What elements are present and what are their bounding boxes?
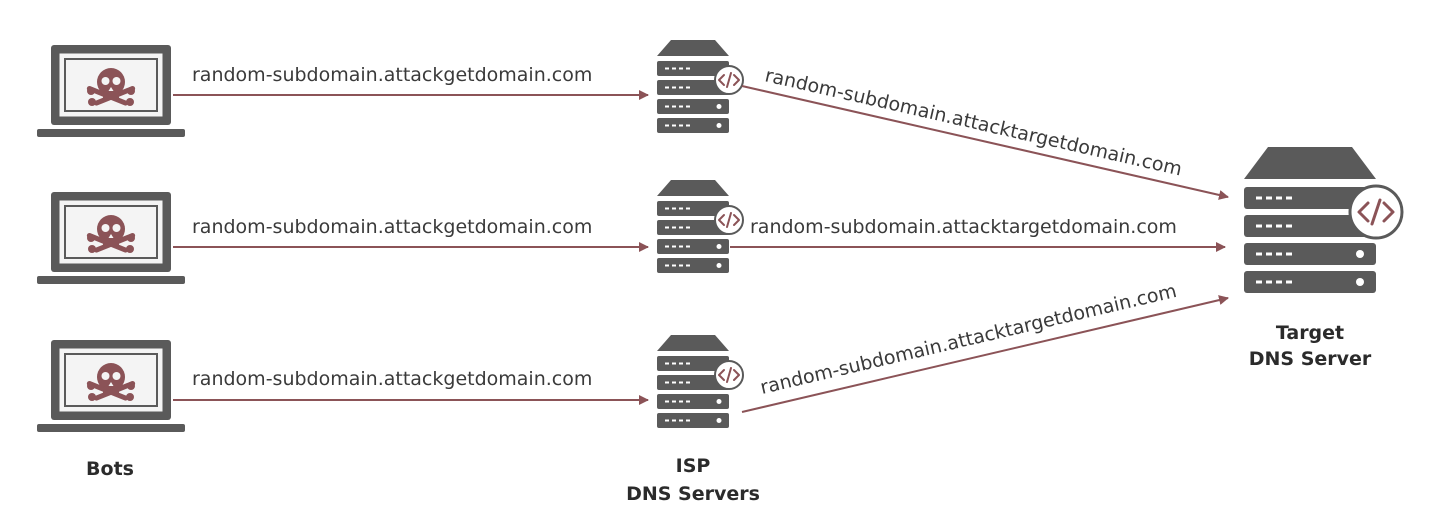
isp-query-label-1: random-subdomain.attacktargetdomain.com [763,64,1184,180]
isp-dns-server-2 [656,179,744,274]
isp-caption-line2: DNS Servers [626,483,760,505]
target-caption-line1: Target [1276,322,1344,344]
bot-query-label-2: random-subdomain.attackgetdomain.com [192,216,592,238]
bot-laptop-2 [36,191,186,285]
bot-query-label-1: random-subdomain.attackgetdomain.com [192,64,592,86]
target-dns-server [1242,145,1404,295]
bot-query-label-3: random-subdomain.attackgetdomain.com [192,368,592,390]
isp-query-label-2: random-subdomain.attacktargetdomain.com [750,216,1177,238]
bots-caption: Bots [86,458,134,480]
isp-dns-server-1 [656,39,744,134]
bot-laptop-1 [36,44,186,138]
arrow-isp-to-target-1 [741,85,1229,200]
isp-caption-line1: ISP [676,455,711,477]
isp-query-label-3: random-subdomain.attacktargetdomain.com [758,280,1179,399]
bot-laptop-3 [36,339,186,433]
isp-dns-server-3 [656,334,744,429]
arrow-isp-to-target-3 [741,295,1229,413]
target-caption-line2: DNS Server [1249,348,1372,370]
